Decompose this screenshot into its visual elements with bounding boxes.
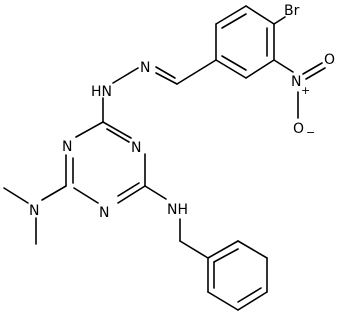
bond xyxy=(207,240,239,259)
bond xyxy=(273,59,294,73)
bond xyxy=(305,67,326,80)
charge-plus: + xyxy=(301,84,310,97)
bond xyxy=(179,240,209,259)
bond xyxy=(155,66,176,79)
atom-o-nitro-top: O xyxy=(324,52,335,68)
atom-n-nitro: N xyxy=(291,74,301,90)
bond xyxy=(245,5,275,25)
bond xyxy=(106,128,130,143)
bond xyxy=(75,121,104,138)
atom-nh-benzyl: NH xyxy=(167,202,188,218)
bond xyxy=(237,291,268,311)
bond xyxy=(302,62,323,75)
bond xyxy=(176,59,217,85)
bond xyxy=(221,13,247,29)
atom-o-nitro-bottom: O xyxy=(293,121,304,137)
atom-n-ring-1: N xyxy=(131,140,141,156)
bond xyxy=(237,240,268,259)
charge-minus: − xyxy=(306,126,315,139)
bond xyxy=(117,182,140,197)
bond xyxy=(221,55,247,71)
atom-nh-hydrazone: HN xyxy=(91,84,112,100)
atom-br: Br xyxy=(284,3,300,19)
phenyl-ring xyxy=(207,240,268,311)
bond xyxy=(207,291,239,311)
atom-n-imine: N xyxy=(140,60,150,76)
atom-n-ring-2: N xyxy=(99,205,109,221)
atom-n-dimethyl: N xyxy=(29,203,39,219)
bond xyxy=(215,5,247,25)
bond xyxy=(117,185,146,204)
bond xyxy=(73,187,99,204)
bond xyxy=(273,16,286,25)
triazine-ring xyxy=(65,121,146,204)
bond xyxy=(144,185,167,200)
bond xyxy=(215,59,247,79)
bond xyxy=(245,59,275,79)
bond xyxy=(3,187,29,204)
bond xyxy=(41,185,67,201)
bond xyxy=(112,67,139,84)
bond xyxy=(213,248,239,263)
atom-n-ring-3: N xyxy=(62,139,72,155)
bond xyxy=(155,72,178,85)
bond xyxy=(102,121,132,139)
bond xyxy=(237,287,262,303)
nitrobenzene-ring xyxy=(215,5,275,79)
